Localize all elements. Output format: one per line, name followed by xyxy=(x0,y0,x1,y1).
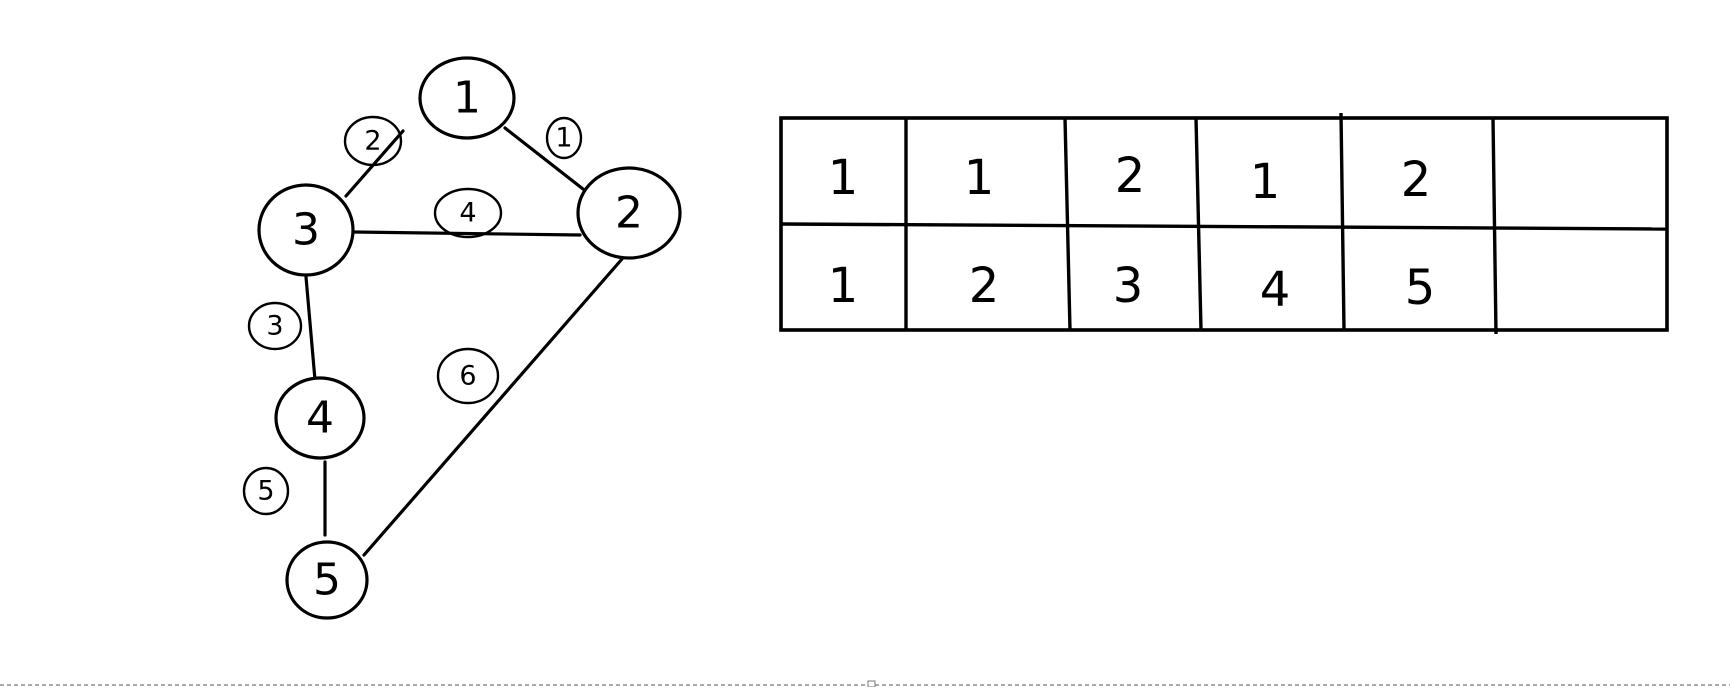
edge-3-4 xyxy=(304,275,317,382)
table-row: 1 2 3 4 5 xyxy=(828,258,1436,318)
edge-weight-3-4: 3 xyxy=(247,301,303,351)
node-2: 2 xyxy=(576,166,682,260)
node-label: 5 xyxy=(313,555,341,606)
edge-weight-1-3: 2 xyxy=(343,115,403,167)
weight-circle xyxy=(545,116,583,160)
graph-nodes: 1 2 3 4 5 xyxy=(257,56,682,620)
table-cell: 5 xyxy=(1405,260,1436,316)
edge-2-5 xyxy=(362,257,624,557)
data-table: 1 1 2 1 2 1 2 3 4 5 xyxy=(779,112,1669,335)
weight-label: 1 xyxy=(555,123,572,154)
table-col-divider xyxy=(1491,117,1498,335)
table-cell: 2 xyxy=(1115,148,1146,204)
edge-weight-4-5: 5 xyxy=(242,466,290,516)
node-circle xyxy=(285,540,369,620)
weight-label: 5 xyxy=(257,476,274,507)
node-circle xyxy=(418,56,516,140)
table-row-divider xyxy=(780,222,1668,231)
node-5: 5 xyxy=(285,540,369,620)
edge-weight-1-2: 1 xyxy=(545,116,583,160)
node-1: 1 xyxy=(418,56,516,140)
weight-label: 6 xyxy=(459,361,476,392)
weight-label: 3 xyxy=(266,311,283,342)
edge-weight-2-5: 6 xyxy=(436,347,500,405)
table-col-divider xyxy=(1194,117,1203,331)
node-label: 4 xyxy=(306,393,334,444)
node-circle xyxy=(576,166,682,260)
weight-circle xyxy=(436,347,500,405)
table-cell: 2 xyxy=(1401,152,1432,208)
table-cell: 2 xyxy=(969,258,1000,314)
node-label: 3 xyxy=(292,205,320,256)
table-cell: 3 xyxy=(1113,258,1144,314)
table-cell: 1 xyxy=(1250,154,1281,210)
weight-circle xyxy=(247,301,303,351)
node-3: 3 xyxy=(257,183,355,277)
node-circle xyxy=(274,376,366,460)
table-col-divider xyxy=(1339,112,1346,331)
node-label: 2 xyxy=(615,188,643,239)
page-boundary-marker xyxy=(867,680,876,687)
table-col-divider xyxy=(1063,117,1072,331)
edge-weight-3-2: 4 xyxy=(433,187,503,239)
node-circle xyxy=(257,183,355,277)
graph-edges xyxy=(304,126,624,557)
edge-1-2 xyxy=(503,126,585,191)
edge-3-2 xyxy=(351,230,582,237)
edge-weights: 2 1 4 3 6 5 xyxy=(242,115,583,516)
weight-circle xyxy=(343,115,403,167)
node-label: 1 xyxy=(453,73,481,124)
edge-1-3 xyxy=(344,129,405,198)
weight-circle xyxy=(242,466,290,516)
weight-circle xyxy=(433,187,503,239)
weight-label: 4 xyxy=(459,198,476,229)
node-4: 4 xyxy=(274,376,366,460)
weight-label: 2 xyxy=(364,126,381,157)
table-cell: 1 xyxy=(828,150,859,206)
table-cell: 1 xyxy=(828,258,859,314)
table-row: 1 1 2 1 2 xyxy=(828,148,1432,210)
table-cell: 1 xyxy=(964,150,995,206)
table-cell: 4 xyxy=(1260,262,1291,318)
